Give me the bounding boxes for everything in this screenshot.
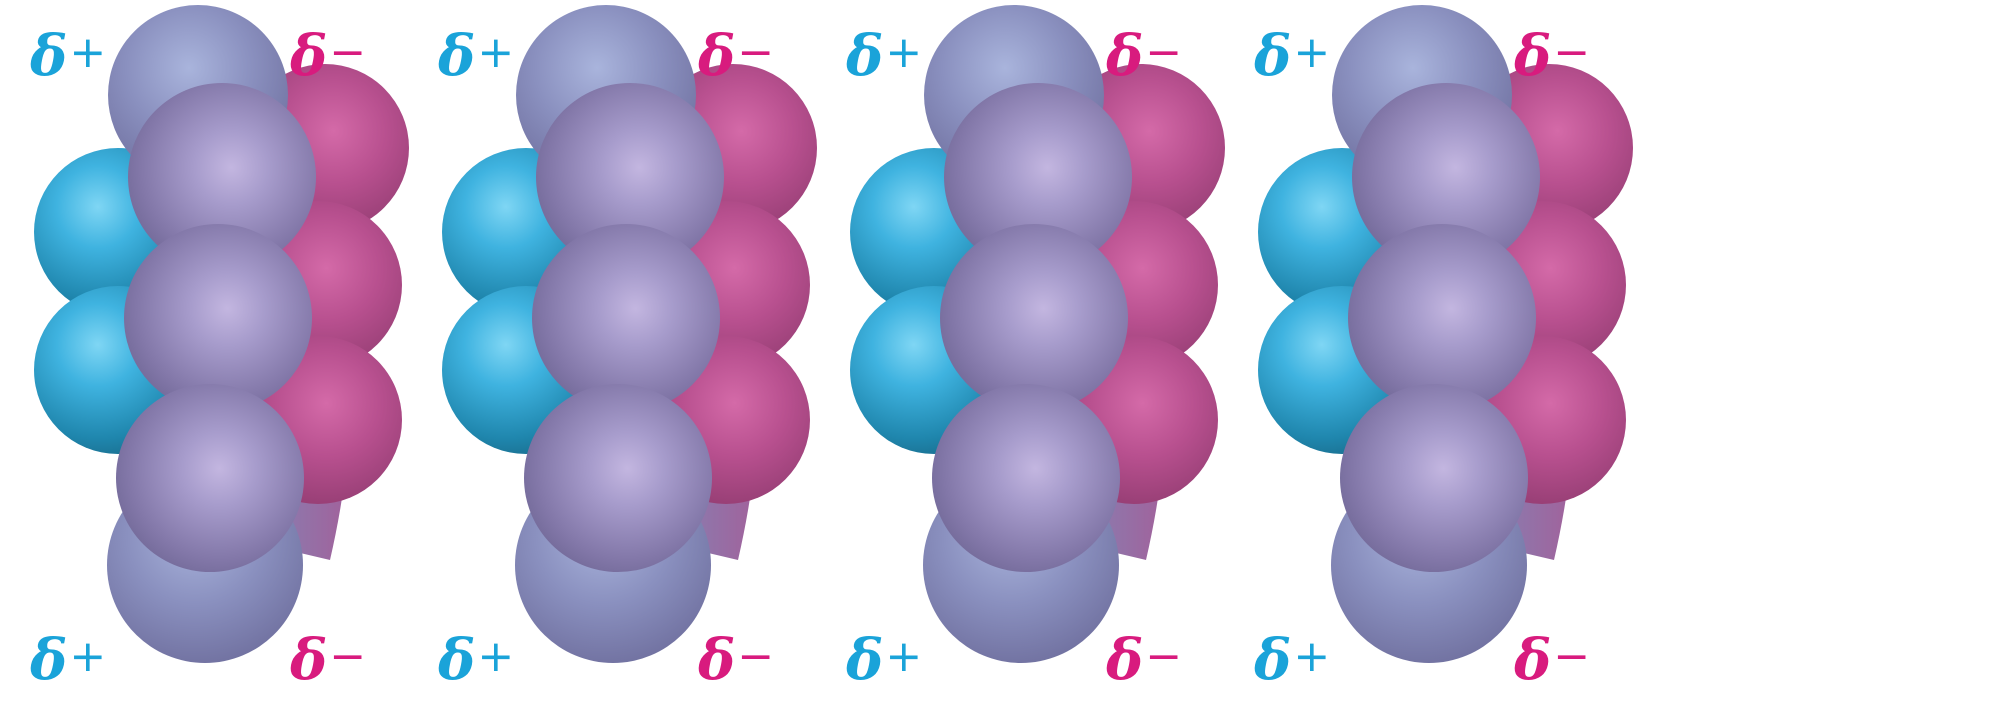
delta-symbol: δ <box>30 23 67 89</box>
neutral-atom <box>524 384 712 572</box>
partial-negative-label: δ− <box>1106 632 1182 688</box>
partial-negative-label: δ− <box>1514 28 1590 84</box>
charge-sign: − <box>329 27 366 78</box>
partial-positive-label: δ+ <box>1254 28 1330 84</box>
delta-symbol: δ <box>1514 23 1551 89</box>
charge-sign: − <box>737 631 774 682</box>
partial-positive-label: δ+ <box>438 28 514 84</box>
delta-symbol: δ <box>30 627 67 693</box>
partial-negative-label: δ− <box>290 28 366 84</box>
charge-sign: − <box>1145 27 1182 78</box>
molecule-4 <box>1258 5 1633 663</box>
neutral-atom <box>1340 384 1528 572</box>
delta-symbol: δ <box>1106 627 1143 693</box>
charge-sign: + <box>885 631 922 682</box>
neutral-atom <box>940 224 1128 412</box>
charge-sign: + <box>1293 27 1330 78</box>
charge-sign: + <box>1293 631 1330 682</box>
delta-symbol: δ <box>1254 23 1291 89</box>
partial-positive-label: δ+ <box>1254 632 1330 688</box>
charge-sign: − <box>1145 631 1182 682</box>
partial-negative-label: δ− <box>290 632 366 688</box>
delta-symbol: δ <box>846 627 883 693</box>
molecule-1 <box>34 5 409 663</box>
neutral-atom <box>1348 224 1536 412</box>
partial-positive-label: δ+ <box>30 28 106 84</box>
partial-negative-label: δ− <box>698 632 774 688</box>
partial-negative-label: δ− <box>1514 632 1590 688</box>
delta-symbol: δ <box>698 23 735 89</box>
neutral-atom <box>116 384 304 572</box>
delta-symbol: δ <box>438 627 475 693</box>
charge-sign: − <box>737 27 774 78</box>
partial-negative-label: δ− <box>698 28 774 84</box>
charge-sign: − <box>1553 27 1590 78</box>
delta-symbol: δ <box>290 23 327 89</box>
charge-sign: + <box>477 27 514 78</box>
delta-symbol: δ <box>698 627 735 693</box>
molecule-3 <box>850 5 1225 663</box>
charge-sign: + <box>69 631 106 682</box>
charge-sign: + <box>885 27 922 78</box>
neutral-atom <box>124 224 312 412</box>
partial-positive-label: δ+ <box>846 632 922 688</box>
molecule-2 <box>442 5 817 663</box>
delta-symbol: δ <box>1514 627 1551 693</box>
partial-positive-label: δ+ <box>846 28 922 84</box>
delta-symbol: δ <box>290 627 327 693</box>
charge-sign: − <box>329 631 366 682</box>
charge-sign: + <box>477 631 514 682</box>
delta-symbol: δ <box>1254 627 1291 693</box>
partial-negative-label: δ− <box>1106 28 1182 84</box>
delta-symbol: δ <box>846 23 883 89</box>
charge-sign: − <box>1553 631 1590 682</box>
partial-positive-label: δ+ <box>30 632 106 688</box>
neutral-atom <box>532 224 720 412</box>
neutral-atom <box>932 384 1120 572</box>
charge-sign: + <box>69 27 106 78</box>
partial-positive-label: δ+ <box>438 632 514 688</box>
delta-symbol: δ <box>1106 23 1143 89</box>
delta-symbol: δ <box>438 23 475 89</box>
